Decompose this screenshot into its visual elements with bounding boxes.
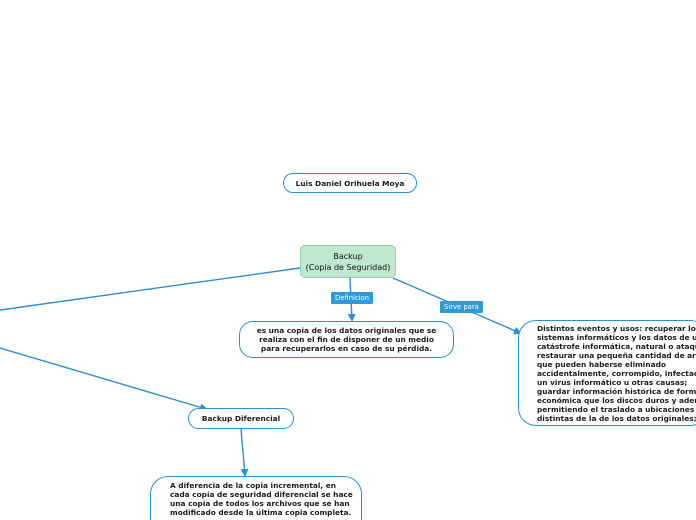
label-definicion[interactable]: Definicion bbox=[331, 292, 373, 304]
diferencial-text: A diferencia de la copia incremental, en… bbox=[170, 481, 353, 517]
central-topic-node[interactable]: Backup (Copia de Seguridad) bbox=[300, 245, 396, 278]
connector-diferencial-to-text bbox=[240, 428, 249, 477]
connector-offscreen-to-diferencial bbox=[0, 347, 208, 412]
definition-text: es una copia de los datos originales que… bbox=[256, 326, 437, 353]
author-node[interactable]: Luis Daniel Orihuela Moya bbox=[283, 173, 417, 193]
definition-node[interactable]: es una copia de los datos originales que… bbox=[239, 321, 454, 358]
central-topic-line2: (Copia de Seguridad) bbox=[305, 262, 391, 272]
diferencial-text-node[interactable]: A diferencia de la copia incremental, en… bbox=[150, 476, 362, 520]
connector-central-to-offscreen bbox=[0, 267, 301, 311]
author-label: Luis Daniel Orihuela Moya bbox=[295, 178, 405, 188]
backup-diferencial-label: Backup Diferencial bbox=[201, 414, 281, 423]
label-sirve-para[interactable]: Sirve para bbox=[440, 301, 483, 313]
backup-diferencial-node[interactable]: Backup Diferencial bbox=[188, 408, 294, 429]
central-topic-line1: Backup bbox=[333, 251, 363, 261]
